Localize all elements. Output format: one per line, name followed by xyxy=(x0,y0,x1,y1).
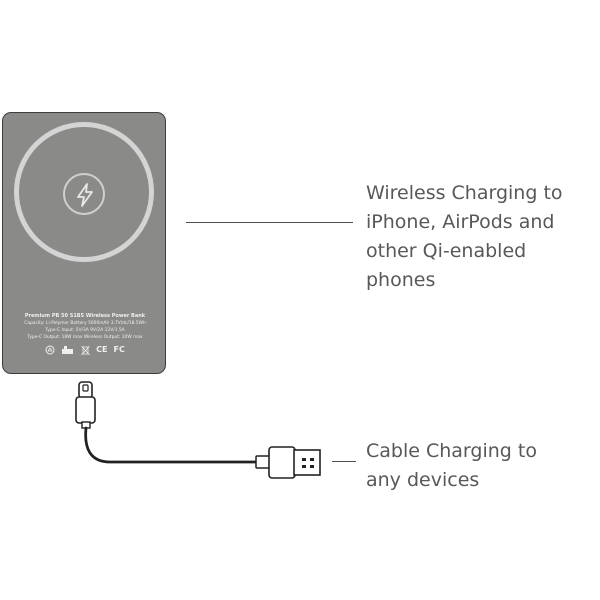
wireless-leader-line xyxy=(186,222,353,223)
wireless-callout: Wireless Charging to iPhone, AirPods and… xyxy=(366,179,600,295)
cable-callout-line1: Cable Charging to xyxy=(366,440,537,462)
certification-marks: CE FC xyxy=(3,345,167,356)
wireless-charging-ring xyxy=(14,122,154,262)
spec-output: Type-C Output: 18W max Wireless Output: … xyxy=(27,335,143,340)
cable-callout-line2: any devices xyxy=(366,469,480,491)
wireless-callout-line1: Wireless Charging to xyxy=(366,182,563,204)
cable-callout: Cable Charging to any devices xyxy=(366,437,537,495)
fc-mark: FC xyxy=(113,345,125,354)
recycle-icon xyxy=(45,345,55,355)
wireless-callout-line3: other Qi-enabled phones xyxy=(366,240,527,291)
usb-a-strain-relief xyxy=(255,455,271,469)
usb-c-plug xyxy=(78,381,93,399)
wireless-callout-line2: iPhone, AirPods and xyxy=(366,211,555,233)
usb-a-metal xyxy=(293,449,321,476)
weee-bin-icon xyxy=(81,345,90,356)
cable-wire xyxy=(84,426,258,464)
power-bank: Premium PB 50 S1B5 Wireless Power Bank C… xyxy=(2,112,166,374)
cable-leader-line xyxy=(332,461,356,462)
spec-input: Type-C Input: 5V/3A 9V/2A 12V/1.5A xyxy=(45,328,125,333)
ce-mark: CE xyxy=(96,345,108,354)
usb-c-housing xyxy=(75,396,96,424)
bolt-circle xyxy=(63,173,105,215)
lightning-bolt-icon xyxy=(77,183,93,207)
usb-a-housing xyxy=(268,446,296,479)
battery-icon xyxy=(62,346,74,354)
spec-capacity: Capacity: Li-Polymer Battery 5000mAh 3.7… xyxy=(24,321,146,326)
spec-model: Premium PB 50 S1B5 Wireless Power Bank xyxy=(24,313,146,319)
